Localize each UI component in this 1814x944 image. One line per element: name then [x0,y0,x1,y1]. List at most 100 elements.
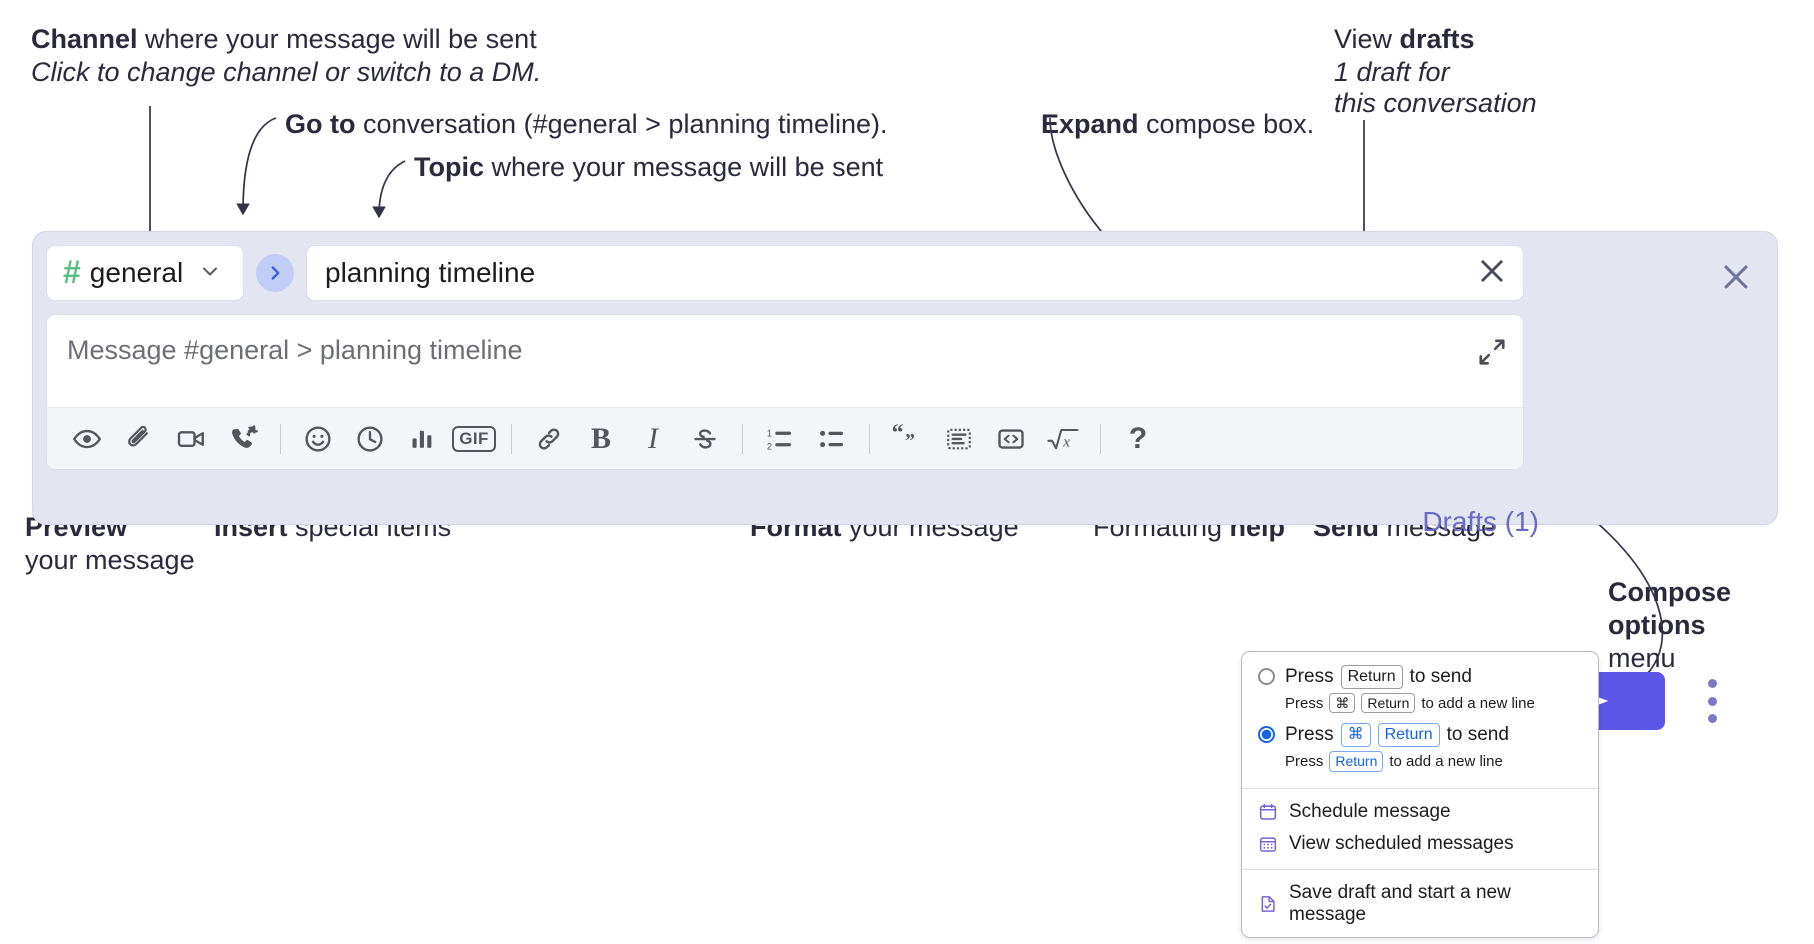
message-box: Message #general > planning timeline [46,314,1524,470]
send-option-return-sub: Press ⌘ Return to add a new line [1242,692,1598,721]
strikethrough-icon[interactable] [679,413,731,465]
divider-1 [280,423,281,454]
more-vertical-icon-dot3 [1707,714,1717,723]
poll-icon[interactable] [396,413,448,465]
option2-tail: to send [1446,724,1509,746]
leader-goto [236,117,277,216]
svg-text:2: 2 [767,441,772,451]
popup-divider-2 [1242,868,1598,870]
bold-icon[interactable]: B [575,413,627,465]
calendar-grid-icon [1258,834,1278,854]
annotation-expand: Expand compose box. [1041,107,1314,142]
menu-item-view-scheduled[interactable]: View scheduled messages [1242,828,1598,860]
formatting-help-icon[interactable]: ? [1112,413,1164,465]
svg-text:1: 1 [767,428,772,438]
annotation-drafts-pre: View [1334,24,1400,54]
option1-sub-press: Press [1285,694,1324,712]
expand-diagonal-icon [1479,339,1505,365]
huddle-icon[interactable] [217,413,269,465]
send-option-cmd-return-sub: Press Return to add a new line [1242,750,1598,779]
compose-header-row: # general planning timeline [46,245,1524,301]
option1-key-return: Return [1340,665,1403,689]
annotation-goto-rest: conversation (#general > planning timeli… [355,109,888,139]
compose-options-button[interactable] [1707,679,1717,723]
bold-label: B [590,421,611,455]
annotation-channel: Channel where your message will be sent [31,22,537,57]
option1-sub-tail: to add a new line [1421,694,1535,712]
option1-sub-key-return: Return [1361,692,1416,714]
compose-box: Drafts (1) # general [32,231,1778,730]
drafts-link[interactable]: Drafts (1) [1422,506,1539,537]
annotation-channel-bold: Channel [31,24,138,54]
clear-topic-button[interactable] [1475,254,1509,293]
close-compose-button[interactable] [1719,260,1753,294]
code-icon[interactable] [985,413,1037,465]
annotation-drafts-sub2: this conversation [1334,86,1537,121]
attachment-icon[interactable] [113,413,165,465]
hash-icon: # [63,254,81,290]
annotation-expand-rest: compose box. [1138,109,1315,139]
emoji-icon[interactable] [292,413,344,465]
topic-value: planning timeline [325,257,536,288]
menu-item-save-draft[interactable]: Save draft and start a new message [1242,877,1598,931]
chevron-right-icon [271,266,280,280]
send-option-return[interactable]: Press Return to send [1242,662,1598,692]
annotation-channel-rest: where your message will be sent [137,24,537,54]
annotation-expand-bold: Expand [1041,109,1139,139]
send-option-cmd-return[interactable]: Press ⌘ Return to send [1242,720,1598,750]
more-vertical-icon-dot1 [1707,679,1717,688]
svg-text:”: ” [905,430,915,452]
preview-icon[interactable] [61,413,113,465]
option2-sub-tail: to add a new line [1389,753,1503,771]
more-vertical-icon-dot2 [1707,696,1717,706]
divider-3 [742,423,743,454]
expand-compose-button[interactable] [1477,337,1507,367]
code-block-icon[interactable] [933,413,985,465]
message-placeholder: Message #general > planning timeline [67,335,523,365]
annotation-compose-options-2: options [1608,610,1706,640]
radio-cmd-return[interactable] [1258,726,1275,744]
annotation-preview-line2-text: your message [25,545,195,575]
gif-label: GIF [452,425,496,452]
option2-press: Press [1285,724,1334,746]
option2-sub-press: Press [1285,753,1324,771]
option1-press: Press [1285,665,1334,687]
menu-item-schedule-message-label: Schedule message [1289,800,1451,822]
annotation-channel-sub: Click to change channel or switch to a D… [31,55,541,90]
link-icon[interactable] [523,413,575,465]
option1-sub-key-cmd: ⌘ [1329,692,1356,714]
radio-return[interactable] [1258,668,1275,685]
annotation-topic: Topic where your message will be sent [414,150,883,185]
svg-text:“: “ [892,423,904,446]
message-input[interactable]: Message #general > planning timeline [47,315,1523,407]
annotation-drafts-sub1-text: 1 draft for [1334,57,1450,87]
goto-conversation-button[interactable] [256,254,294,292]
italic-icon[interactable]: I [627,413,679,465]
annotation-goto: Go to conversation (#general > planning … [285,107,888,142]
gif-icon[interactable]: GIF [448,413,500,465]
schedule-icon[interactable] [344,413,396,465]
annotation-compose-options-1: Compose [1608,577,1732,607]
annotation-drafts-sub1: 1 draft for [1334,55,1450,90]
option1-tail: to send [1409,665,1472,687]
ordered-list-icon[interactable]: 1 2 [754,413,806,465]
menu-item-view-scheduled-label: View scheduled messages [1289,832,1514,854]
annotation-topic-rest: where your message will be sent [484,152,884,182]
menu-item-schedule-message[interactable]: Schedule message [1242,796,1598,828]
channel-name-label: general [89,257,184,288]
divider-2 [511,423,512,454]
compose-options-menu: Press Return to send Press ⌘ Return to a… [1241,651,1599,938]
blockquote-icon[interactable]: “” [881,413,933,465]
annotation-drafts-bold: drafts [1399,24,1475,54]
formatting-toolbar: GIF B I [47,407,1523,469]
calendar-icon [1258,802,1278,822]
topic-field[interactable]: planning timeline [306,245,1524,301]
video-icon[interactable] [165,413,217,465]
bulleted-list-icon[interactable] [806,413,858,465]
popup-divider-1 [1242,787,1598,789]
divider-4 [869,423,870,454]
latex-icon[interactable]: x [1037,413,1089,465]
annotation-channel-sub-text: Click to change channel or switch to a D… [31,57,542,87]
channel-selector[interactable]: # general [46,245,244,301]
